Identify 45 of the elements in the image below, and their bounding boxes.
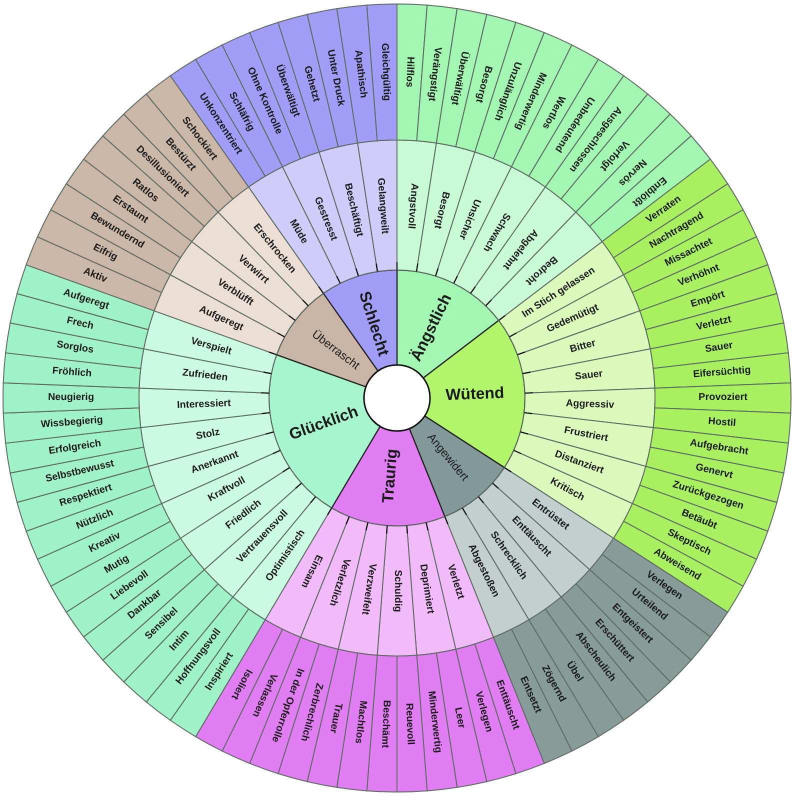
emotion-label: Machtlos <box>352 700 368 744</box>
emotion-label: Minderwertig <box>426 690 443 754</box>
emotion-label: Verletzt <box>445 564 466 600</box>
emotion-label: Frustriert <box>564 426 610 444</box>
emotion-label: Aggressiv <box>566 399 614 412</box>
emotion-label: Frech <box>65 316 94 332</box>
emotion-label: Sauer <box>704 341 734 356</box>
emotion-label: Verängstigt <box>426 46 442 102</box>
emotion-label: Verlegen <box>473 690 494 734</box>
emotion-label: Wissbegierig <box>40 416 104 430</box>
emotion-label: Fröhlich <box>52 366 92 380</box>
emotion-label: Gehetzt <box>300 64 320 103</box>
emotion-label: Besorgt <box>432 190 450 230</box>
emotion-label: Besorgt <box>474 64 494 104</box>
emotion-label: Bitter <box>569 338 598 356</box>
emotion-label: Hilflos <box>404 56 416 88</box>
emotion-label: Deprimiert <box>418 563 436 614</box>
emotion-label: Stolz <box>194 428 220 442</box>
emotion-label: Sorglos <box>56 340 94 356</box>
emotion-label: Apathisch <box>352 50 368 99</box>
emotion-label: Neugierig <box>48 393 94 403</box>
emotion-label: Genervt <box>694 463 734 482</box>
emotion-label: Aufgebracht <box>689 438 750 458</box>
emotion-label: Interessiert <box>177 399 232 412</box>
emotion-label: Eifersüchtig <box>692 366 752 380</box>
emotion-label: Reuevoll <box>404 702 416 745</box>
emotion-label: Erfolgreich <box>48 438 102 457</box>
emotion-label: Schuldig <box>392 570 402 612</box>
emotion-label: Beschämt <box>378 700 390 748</box>
category-label: Traurig <box>380 448 402 504</box>
emotion-label: Empört <box>690 290 726 310</box>
category-label: Wütend <box>445 386 505 404</box>
emotion-label: Leer <box>452 706 466 730</box>
emotion-label: Aktiv <box>81 266 108 286</box>
emotion-label: Trauer <box>327 702 343 734</box>
emotion-label: Hostil <box>708 416 736 429</box>
emotion-label: Unter Druck <box>324 48 346 107</box>
emotion-label: Provoziert <box>698 393 748 403</box>
emotion-label: Verletzt <box>696 314 733 333</box>
emotion-label: Zufrieden <box>182 368 228 384</box>
emotion-label: Sauer <box>574 369 604 382</box>
emotion-label: Gelangweilt <box>375 177 390 234</box>
emotion-label: Angstvoll <box>405 182 418 229</box>
emotion-label: Verzweifelt <box>358 562 376 616</box>
emotion-label: Gleichgültig <box>378 43 391 102</box>
